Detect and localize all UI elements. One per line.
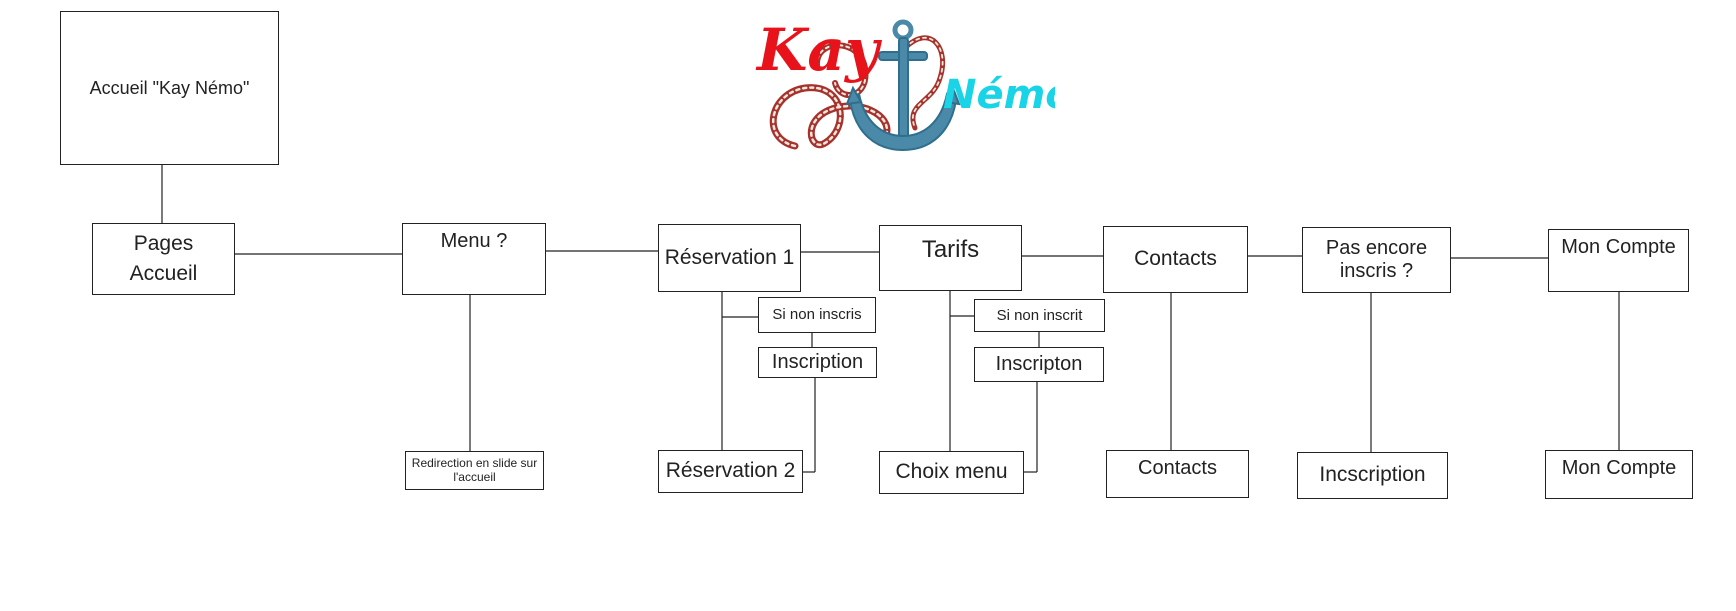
menu-redirection-node: Redirection en slide sur l'accueil	[405, 451, 544, 490]
pas-encore-inscris-label-line1: Pas encore	[1325, 237, 1428, 259]
tarifs-node: Tarifs	[879, 225, 1022, 291]
reservation-si-non-inscris-label: Si non inscris	[772, 306, 862, 324]
anchor-icon	[845, 19, 961, 152]
contacts-child-node: Contacts	[1106, 450, 1249, 498]
logo-word-kay: Kay	[755, 16, 883, 84]
pages-accueil-label-line1: Pages	[133, 231, 194, 255]
tarifs-inscripton-node: Inscripton	[974, 347, 1104, 382]
menu-node-label: Menu ?	[440, 230, 508, 252]
reservation2-node: Réservation 2	[658, 450, 803, 493]
reservation-si-non-inscris-node: Si non inscris	[758, 297, 876, 333]
reservation2-label: Réservation 2	[665, 459, 796, 483]
pages-accueil-label-line2: Accueil	[129, 262, 198, 285]
kay-nemo-logo: Kay Némo	[755, 16, 1055, 152]
mon-compte-label: Mon Compte	[1561, 236, 1676, 258]
pas-encore-inscris-node: Pas encore inscris ?	[1302, 227, 1451, 293]
reservation1-node: Réservation 1	[658, 224, 801, 292]
mon-compte-child-node: Mon Compte	[1545, 450, 1693, 499]
incscription-node: Incscription	[1297, 452, 1448, 499]
contacts-node: Contacts	[1103, 226, 1248, 293]
tarifs-inscripton-label: Inscripton	[995, 353, 1083, 375]
reservation-inscription-label: Inscription	[771, 351, 864, 373]
pas-encore-inscris-label-line2: inscris ?	[1339, 260, 1414, 282]
mon-compte-node: Mon Compte	[1548, 229, 1689, 292]
incscription-label: Incscription	[1319, 463, 1426, 487]
reservation1-label: Réservation 1	[664, 245, 795, 269]
reservation-inscription-node: Inscription	[758, 347, 877, 378]
menu-redirection-label: Redirection en slide sur l'accueil	[411, 455, 538, 484]
mon-compte-child-label: Mon Compte	[1561, 457, 1677, 479]
contacts-child-label: Contacts	[1138, 457, 1217, 479]
tarifs-si-non-inscrit-node: Si non inscrit	[974, 299, 1105, 332]
home-node-label: Accueil "Kay Némo"	[89, 77, 250, 98]
contacts-label: Contacts	[1134, 247, 1217, 271]
home-node: Accueil "Kay Némo"	[60, 11, 279, 165]
pages-accueil-node: Pages Accueil	[92, 223, 235, 295]
tarifs-si-non-inscrit-label: Si non inscrit	[996, 306, 1083, 324]
choix-menu-label: Choix menu	[895, 460, 1008, 484]
logo-word-nemo: Némo	[943, 72, 1055, 118]
tarifs-label: Tarifs	[921, 236, 980, 263]
choix-menu-node: Choix menu	[879, 451, 1024, 494]
menu-node: Menu ?	[402, 223, 546, 295]
